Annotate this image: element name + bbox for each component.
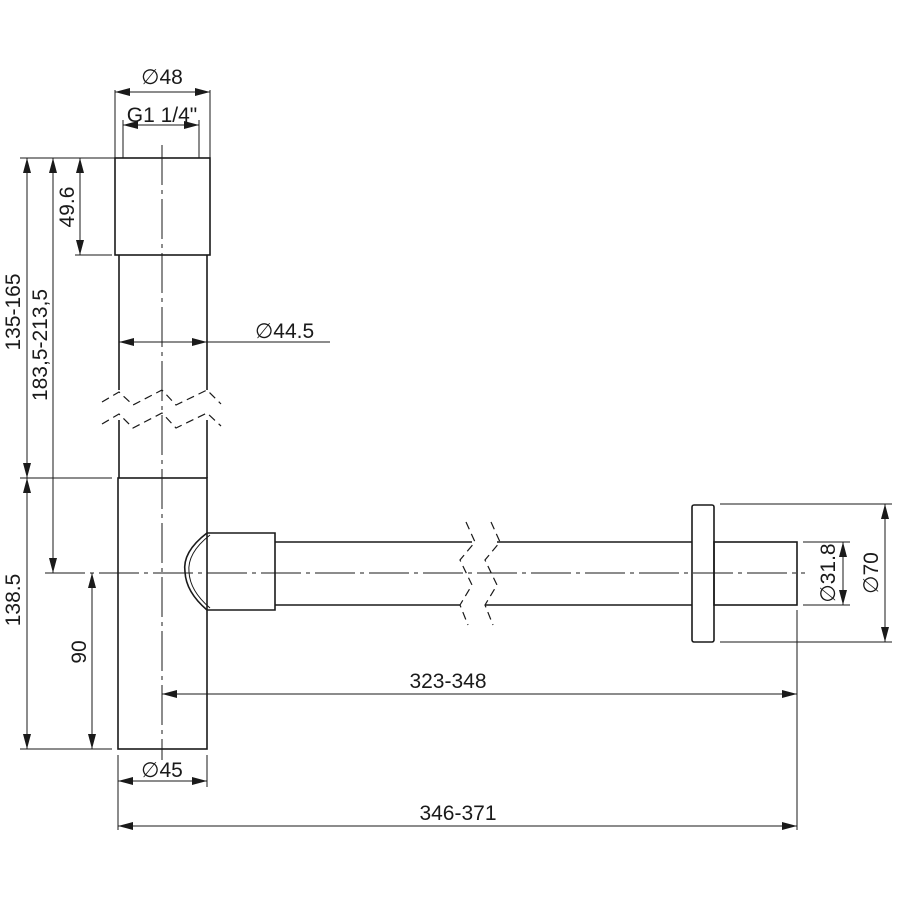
dim-upper-tube-diameter: ∅44.5 <box>119 320 330 346</box>
label-lower-height: 138.5 <box>2 574 25 627</box>
dim-body-diameter: ∅45 <box>117 755 208 830</box>
label-wall-pipe-diameter: ∅31.8 <box>817 543 840 602</box>
dim-total-length: 346-371 <box>118 802 797 830</box>
label-total-length: 346-371 <box>419 802 496 825</box>
trap-body <box>101 145 222 760</box>
dim-top-diameter: ∅48 <box>114 66 211 158</box>
dim-upper-total-range: 183,5-213,5 <box>29 158 57 573</box>
label-body-diameter: ∅45 <box>141 759 183 782</box>
label-outlet-height: 90 <box>68 640 91 663</box>
label-upper-tube-diameter: ∅44.5 <box>255 320 314 343</box>
outlet-curve <box>183 532 208 611</box>
dim-thread: G1 1/4" <box>122 104 200 158</box>
label-upper-total-range: 183,5-213,5 <box>29 289 52 401</box>
dim-outlet-height: 90 <box>68 573 96 749</box>
break-mark-lower <box>101 412 222 429</box>
label-flange-diameter: ∅70 <box>860 552 883 594</box>
label-upper-range: 135-165 <box>2 273 25 350</box>
label-thread: G1 1/4" <box>127 104 198 127</box>
dim-cap-height: 49.6 <box>56 158 84 255</box>
dim-lower-height: 138.5 <box>2 478 31 749</box>
outlet-assembly <box>45 504 805 643</box>
dim-flange-diameter: ∅70 <box>720 503 892 643</box>
label-cap-height: 49.6 <box>56 187 79 228</box>
pipe-break-left <box>459 521 476 626</box>
dim-outlet-length: 323-348 <box>162 610 798 830</box>
label-top-diameter: ∅48 <box>141 66 183 89</box>
dim-wall-pipe-diameter: ∅31.8 <box>803 541 850 606</box>
dim-upper-range: 135-165 <box>2 158 31 478</box>
label-outlet-length: 323-348 <box>409 670 486 693</box>
